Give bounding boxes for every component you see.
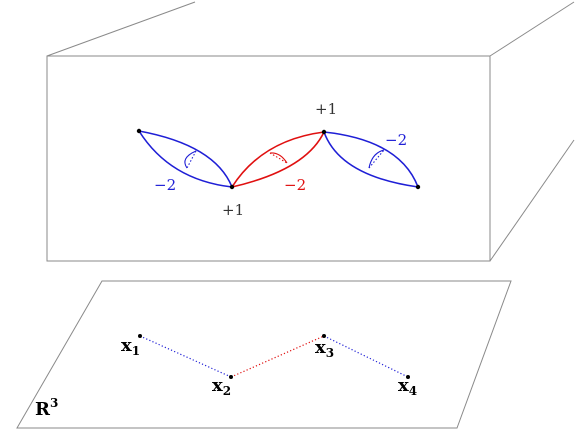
box	[46, 1, 575, 262]
plane-point-x1	[138, 334, 142, 338]
middle-lens-weight: −2	[284, 176, 306, 194]
box-vertex-1	[136, 128, 142, 134]
middle-lens-lower-curve	[231, 131, 325, 188]
box-front-face	[46, 55, 491, 262]
plane-point-x3	[322, 334, 326, 338]
left-lens-weight: −2	[154, 176, 176, 194]
segment-x1-x2	[139, 335, 232, 378]
right-angle-arc	[368, 149, 385, 169]
right-lens-upper-curve	[323, 131, 419, 188]
lens-curves	[138, 130, 419, 188]
box-edge-bottom-right	[489, 139, 575, 262]
angle-markers	[184, 149, 385, 169]
box-vertices	[136, 128, 421, 190]
plane-label: R3	[35, 396, 58, 420]
box-edge-top-right	[489, 1, 575, 57]
left-angle-arc	[184, 150, 197, 169]
segment-x3-x4	[323, 335, 409, 378]
vertex-3-weight: +1	[315, 100, 337, 118]
point-label-x3: x3	[315, 337, 334, 360]
plane-segments	[139, 335, 409, 378]
right-lens-weight: −2	[385, 131, 407, 149]
left-lens-upper-curve	[138, 130, 233, 188]
plane	[16, 280, 512, 429]
plane-points	[138, 334, 410, 379]
middle-lens-upper-curve	[231, 131, 325, 188]
point-label-x1: x1	[121, 335, 140, 358]
box-vertex-3	[321, 129, 327, 135]
point-label-x2: x2	[212, 375, 231, 398]
middle-angle-arc	[269, 152, 288, 164]
vertex-2-weight: +1	[222, 201, 244, 219]
segment-x2-x3	[230, 335, 325, 378]
box-edge-top-left	[46, 1, 196, 57]
box-vertex-4	[415, 184, 421, 190]
plane-point-x4	[406, 375, 410, 379]
box-vertex-2	[229, 184, 235, 190]
plane-point-x2	[229, 375, 233, 379]
left-lens-lower-curve	[138, 130, 233, 188]
point-label-x4: x4	[398, 375, 417, 398]
right-angle-chord	[368, 149, 385, 169]
right-lens-lower-curve	[323, 131, 419, 188]
